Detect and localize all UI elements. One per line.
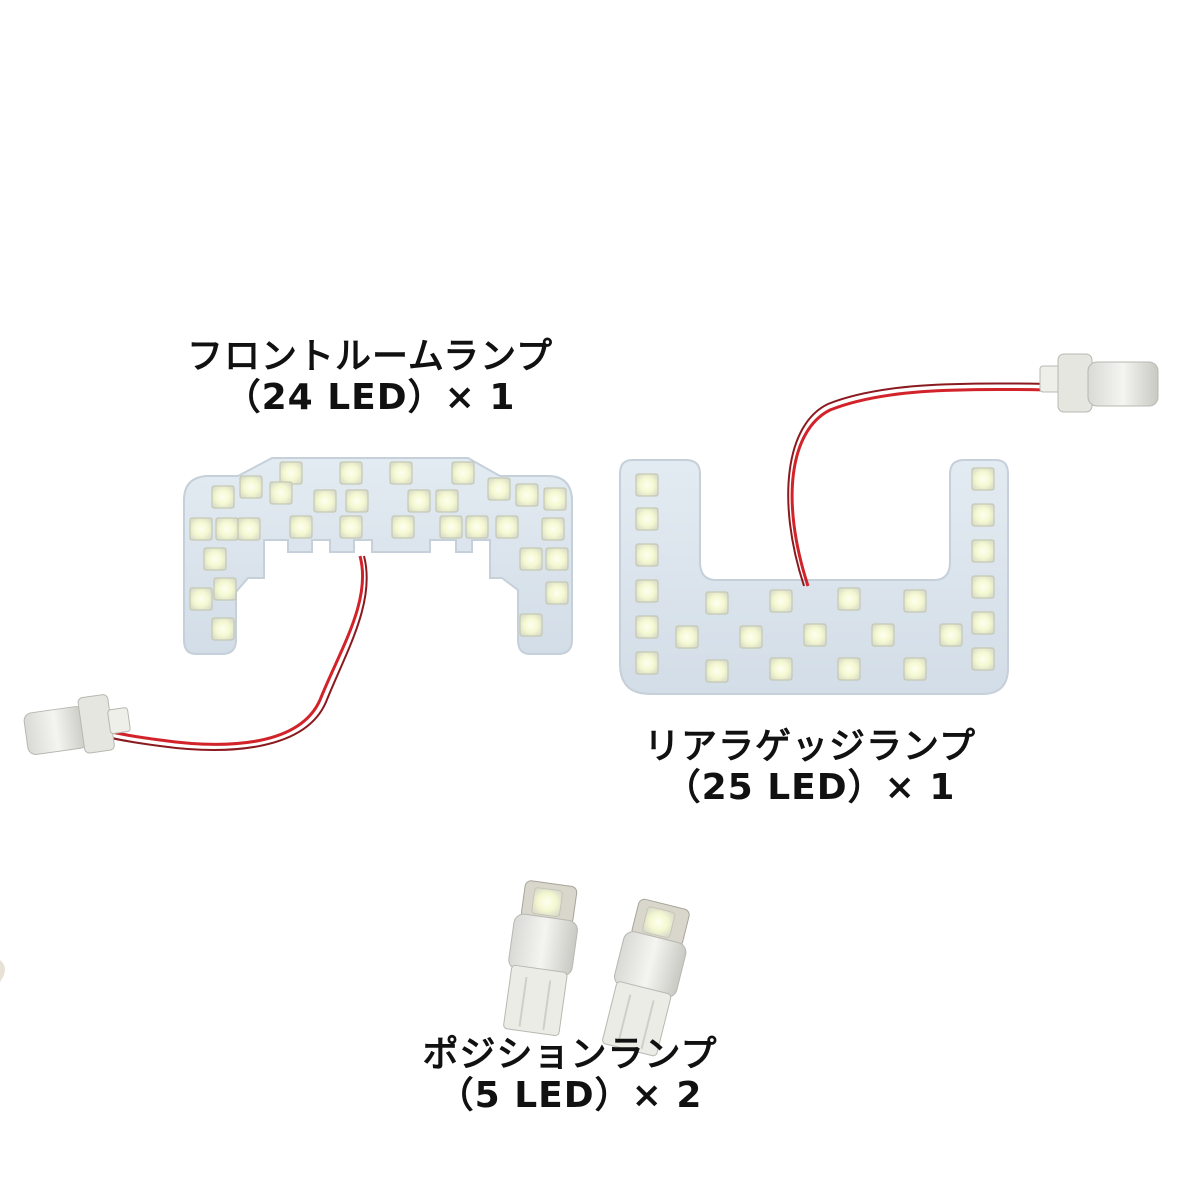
led-chip <box>903 589 927 613</box>
position-lamp-2 <box>602 898 690 1057</box>
position-lamp-1 <box>503 880 578 1037</box>
led-chip <box>515 483 539 507</box>
led-chip <box>269 481 293 505</box>
front-lamp-wire <box>103 555 368 751</box>
rear-lamp-wire <box>787 382 1049 587</box>
led-chip <box>545 581 569 605</box>
led-chip <box>635 473 659 497</box>
led-chip <box>189 587 213 611</box>
led-chip <box>739 625 763 649</box>
led-chip <box>971 575 995 599</box>
front-room-lamp-board <box>183 457 573 655</box>
front-led-array <box>189 461 569 641</box>
led-chip <box>289 515 313 539</box>
led-chip <box>339 461 363 485</box>
rear-led-array <box>635 467 995 683</box>
led-chip <box>439 515 463 539</box>
led-chip <box>971 611 995 635</box>
led-chip <box>635 507 659 531</box>
front-room-lamp-name: フロントルームランプ <box>186 336 554 377</box>
led-chip <box>465 515 489 539</box>
led-chip <box>837 587 861 611</box>
position-lamp-spec: （5 LED）× 2 <box>437 1075 703 1117</box>
led-chip <box>519 613 543 637</box>
led-chip <box>939 623 963 647</box>
partial-object-edge <box>0 960 5 982</box>
led-chip <box>495 515 519 539</box>
led-chip <box>541 517 565 541</box>
led-chip <box>769 589 793 613</box>
position-lamp-name: ポジションランプ <box>422 1034 718 1075</box>
front-room-lamp-label: フロントルームランプ （24 LED）× 1 <box>140 336 600 419</box>
led-chip <box>451 461 475 485</box>
led-chip <box>519 547 543 571</box>
led-chip <box>971 539 995 563</box>
led-chip <box>407 489 431 513</box>
led-chip <box>971 503 995 527</box>
led-chip <box>279 461 303 485</box>
led-chip <box>635 579 659 603</box>
led-chip <box>213 577 237 601</box>
led-chip <box>635 651 659 675</box>
led-chip <box>391 515 415 539</box>
led-chip <box>211 617 235 641</box>
rear-lamp-socket <box>1039 353 1159 413</box>
led-chip <box>903 657 927 681</box>
led-chip <box>345 489 369 513</box>
led-chip <box>203 547 227 571</box>
led-chip <box>871 623 895 647</box>
led-chip <box>543 487 567 511</box>
led-chip <box>971 467 995 491</box>
rear-luggage-lamp-spec: （25 LED）× 1 <box>664 767 956 809</box>
led-chip <box>487 477 511 501</box>
led-chip <box>189 517 213 541</box>
led-chip <box>803 623 827 647</box>
led-chip <box>435 489 459 513</box>
led-chip <box>389 461 413 485</box>
led-chip <box>705 591 729 615</box>
led-chip <box>769 657 793 681</box>
front-lamp-socket <box>23 694 131 755</box>
position-lamp-label: ポジションランプ （5 LED）× 2 <box>380 1034 760 1117</box>
rear-luggage-lamp-name: リアラゲッジランプ <box>644 726 976 767</box>
rear-luggage-lamp-board <box>619 459 1009 695</box>
led-chip <box>339 515 363 539</box>
led-chip <box>211 485 235 509</box>
led-chip <box>237 517 261 541</box>
led-chip <box>545 547 569 571</box>
led-chip <box>705 659 729 683</box>
rear-luggage-lamp-label: リアラゲッジランプ （25 LED）× 1 <box>600 726 1020 809</box>
led-chip <box>215 517 239 541</box>
front-room-lamp-spec: （24 LED）× 1 <box>224 377 516 419</box>
led-chip <box>635 543 659 567</box>
led-chip <box>837 657 861 681</box>
led-chip <box>239 475 263 499</box>
led-chip <box>313 489 337 513</box>
led-chip <box>971 647 995 671</box>
led-chip <box>635 615 659 639</box>
led-chip <box>675 625 699 649</box>
